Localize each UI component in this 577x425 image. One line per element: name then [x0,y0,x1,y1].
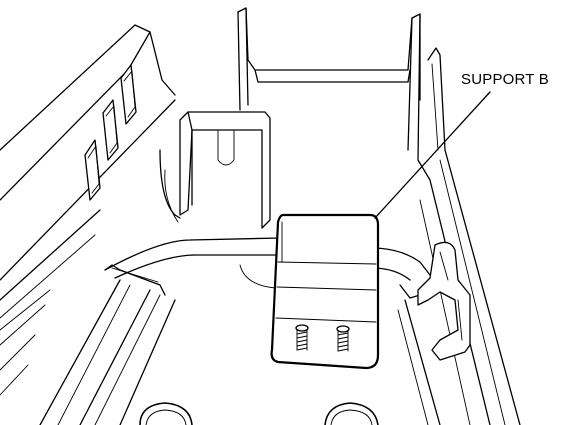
slot-2 [102,99,119,161]
slot-3 [120,64,137,125]
cross-member [104,149,431,299]
left-side-wall [0,24,176,425]
threaded-stud-right [336,325,350,352]
rear-frame [237,7,446,181]
bottom-hole-left [139,402,193,425]
slot-1 [84,139,101,201]
support-b-callout-label: SUPPORT B [461,71,549,88]
right-clip [417,241,471,361]
callout-leader [374,91,491,219]
support-b [270,213,380,370]
bottom-hole-right [324,402,379,425]
upper-bracket [179,111,271,229]
right-side-wall [397,149,521,425]
threaded-stud-left [295,324,309,351]
